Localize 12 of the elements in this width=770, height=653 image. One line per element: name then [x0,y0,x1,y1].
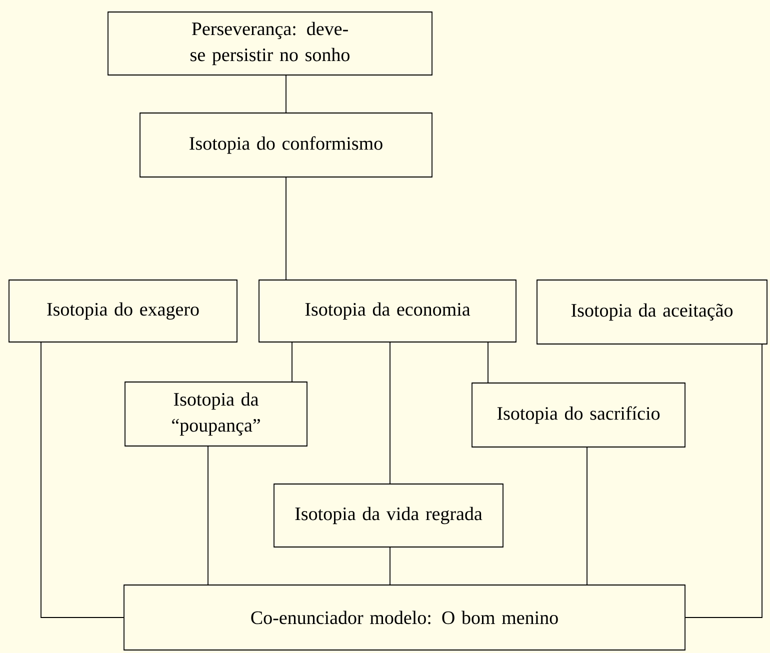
concept-box: Isotopia do sacrifício [472,382,686,448]
connector-line [685,344,762,618]
connector-line [40,342,124,618]
concept-box: Isotopia da “poupança” [124,382,308,446]
concept-box: Isotopia do conformismo [140,112,432,178]
concept-box: Co-enunciador modelo: O bom menino [124,584,686,650]
concept-box: Isotopia da aceitação [536,280,768,344]
connector-line [586,447,588,585]
concept-box: Isotopia da vida regrada [274,484,504,548]
concept-box: Perseverança: deve-se persistir no sonho [108,12,432,76]
concept-box: Isotopia do exagero [8,280,238,342]
concept-box: Isotopia da economia [258,280,516,342]
